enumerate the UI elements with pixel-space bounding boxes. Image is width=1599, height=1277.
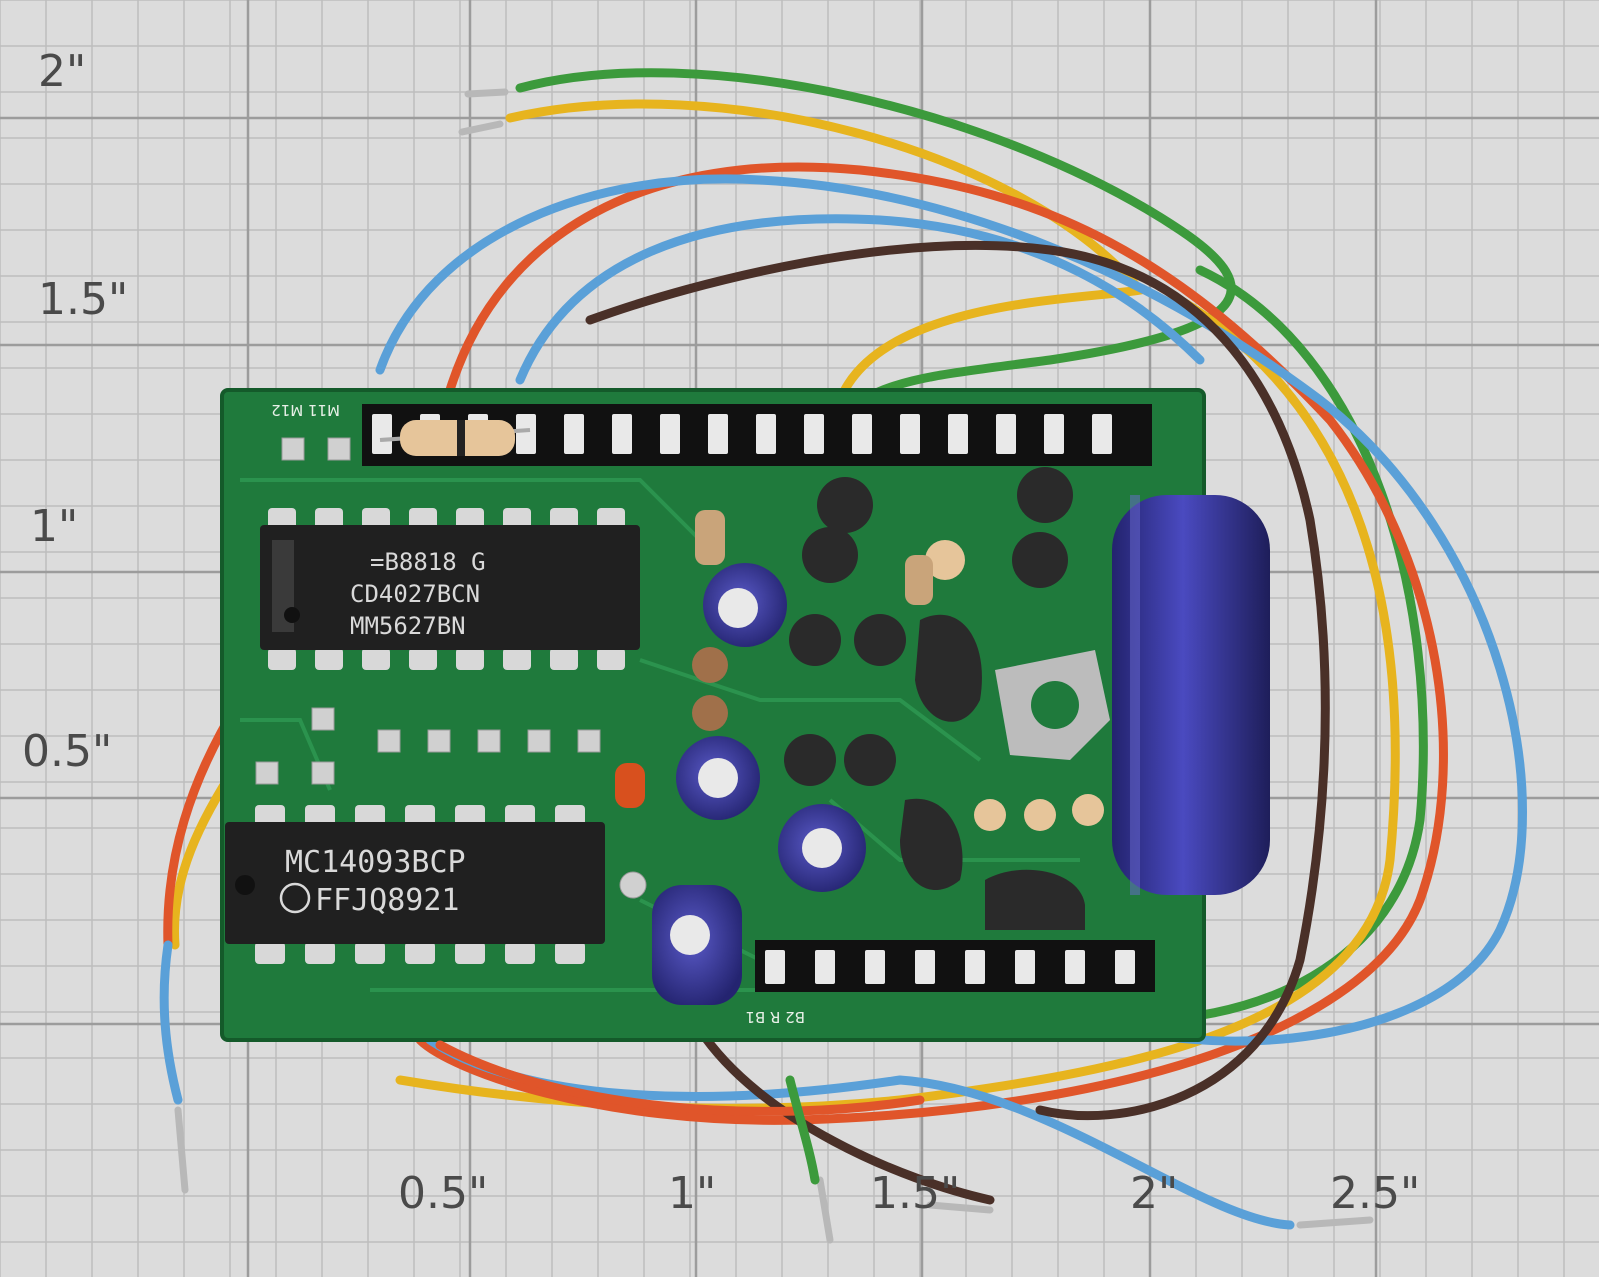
ic-pin: [355, 942, 385, 964]
ic-pin: [362, 508, 390, 530]
ic-cd4027: =B8818 G CD4027BCN MM5627BN: [260, 508, 640, 670]
ic-pin: [305, 805, 335, 827]
ic-pin: [255, 942, 285, 964]
ic-mc14093: MC14093BCP FFJQ8921: [225, 805, 605, 964]
ic-pin: [550, 508, 578, 530]
header-pin: [372, 414, 392, 454]
header-pin: [915, 950, 935, 984]
ic-pin: [555, 942, 585, 964]
small-components: [615, 510, 1104, 831]
ic-pin: [550, 648, 578, 670]
ruler-y-label-1in: 1": [30, 501, 79, 552]
connector-label-top: M11 M12: [271, 401, 340, 419]
ic-pin: [597, 648, 625, 670]
ic-pin: [505, 805, 535, 827]
ic-pin: [305, 942, 335, 964]
ic-pin: [405, 805, 435, 827]
ic-pin: [456, 508, 484, 530]
ic-pin: [268, 508, 296, 530]
brown-wire: [585, 241, 1330, 1121]
yellow-wire: [505, 99, 1149, 405]
ruler-x-label-1.5in: 1.5": [870, 1168, 961, 1219]
wire-bundle-front: [435, 1040, 925, 1185]
header-pin: [815, 950, 835, 984]
blue-wire-left: [159, 940, 183, 1105]
pcb-board: =B8818 G CD4027BCN MM5627BN MC14093BCP F…: [220, 388, 1270, 1042]
wire-tip: [174, 1106, 189, 1194]
connector-label-bottom: B2 R B1: [745, 1008, 805, 1026]
chip-line-3: MM5627BN: [350, 612, 466, 640]
ic-pin: [362, 648, 390, 670]
brown-wire-bottom: [695, 1025, 995, 1205]
ic-pin: [405, 942, 435, 964]
orange-wire: [415, 162, 1448, 1125]
header-pin: [948, 414, 968, 454]
header-pin: [1065, 950, 1085, 984]
header-pin: [765, 950, 785, 984]
header-pin: [1015, 950, 1035, 984]
header-pin: [1115, 950, 1135, 984]
green-wire: [515, 68, 1236, 475]
header-pin: [900, 414, 920, 454]
ic-pin: [455, 942, 485, 964]
header-pin: [660, 414, 680, 454]
chip-line-1: =B8818 G: [370, 548, 486, 576]
wire-tip: [926, 1201, 994, 1214]
ic-pin: [503, 648, 531, 670]
wire-tip: [458, 120, 504, 136]
ic-pin: [456, 648, 484, 670]
chip2-line-1: MC14093BCP: [285, 845, 466, 880]
resistor: [379, 420, 531, 456]
transistors: [784, 467, 1085, 930]
header-pin: [756, 414, 776, 454]
green-wire-front: [785, 1075, 820, 1185]
motorola-logo-icon: [279, 882, 311, 914]
blue-wire: [375, 174, 1527, 1046]
header-pin: [852, 414, 872, 454]
ic-pin: [268, 648, 296, 670]
ic-pin: [455, 805, 485, 827]
header-pin: [564, 414, 584, 454]
ic-pin: [255, 805, 285, 827]
green-wire-lower: [1095, 265, 1428, 1026]
header-pin: [1092, 414, 1112, 454]
mounting-washer: [995, 650, 1110, 760]
ic-pin: [355, 805, 385, 827]
header-pin: [612, 414, 632, 454]
header-pin: [516, 414, 536, 454]
ic-pin: [597, 508, 625, 530]
ic-pin: [409, 648, 437, 670]
chip-line-2: CD4027BCN: [350, 580, 480, 608]
header-pin: [1044, 414, 1064, 454]
header-pin: [804, 414, 824, 454]
ruler-y-label-0.5in: 0.5": [22, 726, 113, 777]
wire-tip: [816, 1176, 834, 1244]
solder-pads: [255, 437, 647, 899]
ic-pin: [315, 648, 343, 670]
blue-wire-top: [515, 214, 1205, 385]
wire-tip: [1296, 1216, 1374, 1229]
chip2-line-2: FFJQ8921: [315, 883, 460, 918]
ic-pin: [503, 508, 531, 530]
header-pin: [965, 950, 985, 984]
ruler-y-label-1.5in: 1.5": [38, 274, 129, 325]
header-pin: [708, 414, 728, 454]
ruler-y-label-2in: 2": [38, 46, 87, 97]
header-pin: [865, 950, 885, 984]
ruler-x-label-0.5in: 0.5": [398, 1168, 489, 1219]
ruler-x-label-1in: 1": [668, 1168, 717, 1219]
orange-wire-front: [435, 1040, 925, 1116]
wire-tip: [464, 88, 509, 98]
ic-pin: [409, 508, 437, 530]
ruler-x-label-2in: 2": [1130, 1168, 1179, 1219]
bottom-pin-header: [755, 940, 1155, 992]
ic-pin: [505, 942, 535, 964]
large-capacitor: [1112, 495, 1270, 895]
ic-pin: [555, 805, 585, 827]
header-pin: [996, 414, 1016, 454]
ic-pin: [315, 508, 343, 530]
electrolytic-capacitors: [652, 563, 866, 1005]
ruler-x-label-2.5in: 2.5": [1330, 1168, 1421, 1219]
